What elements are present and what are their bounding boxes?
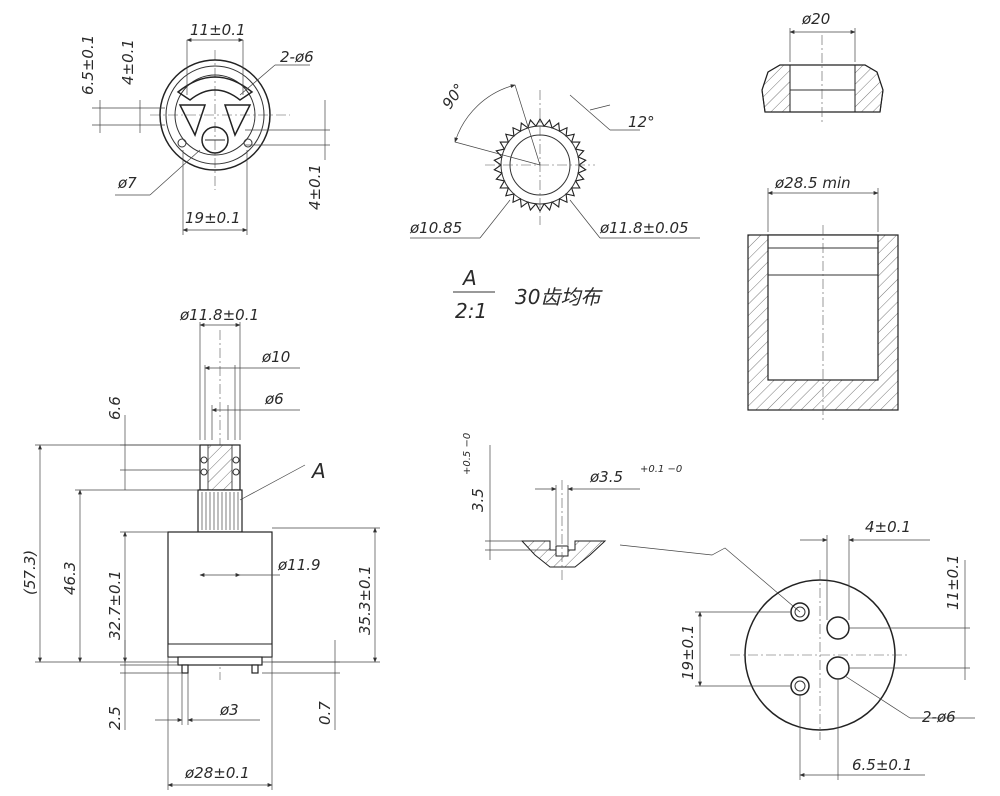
detail-a-view: 90° 12° ø10.85 ø11.8±0.05 A 2:1 30齿均布	[409, 80, 700, 323]
side-view-dim-body-dia: ø11.9	[277, 556, 321, 574]
top-view-port-right	[223, 104, 252, 137]
cartridge-body	[167, 531, 273, 658]
cup-view: ø28.5 min	[747, 174, 899, 420]
side-view-dim-stem-outer: ø11.8±0.1	[179, 306, 259, 324]
top-view-outer-circle	[159, 59, 271, 171]
detail-a-dim-inner: ø10.85	[409, 219, 462, 237]
top-view-port-upper	[176, 76, 254, 101]
bottom-view-dim-bottom: 6.5±0.1	[852, 756, 912, 774]
top-view-pin-right	[243, 138, 253, 148]
seal-section-view: 3.5 +0.5 −0 ø3.5 +0.1 −0	[462, 433, 801, 613]
detail-a-dim-outer: ø11.8±0.05	[599, 219, 689, 237]
detail-a-angle-12: 12°	[628, 113, 655, 131]
top-view-dim-right: 4±0.1	[306, 164, 324, 210]
top-view-dim-bottom: 19±0.1	[185, 209, 241, 227]
side-view-dim-base: ø28±0.1	[184, 764, 250, 782]
side-view-dim-0-7: 0.7	[316, 701, 334, 725]
side-view-dim-32-7: 32.7±0.1	[106, 570, 124, 640]
bottom-view-dim-top: 4±0.1	[865, 518, 911, 536]
top-view-dim-height-inner: 4±0.1	[119, 39, 137, 85]
stem-serration	[201, 492, 239, 530]
stem-gear	[197, 489, 243, 533]
top-view-dim-height-outer: 6.5±0.1	[79, 35, 97, 95]
cap-view: ø20	[761, 10, 884, 125]
top-view-port-lower	[201, 126, 229, 154]
seal-dim-height: 3.5	[469, 488, 487, 512]
bottom-view: 4±0.1 11±0.1 19±0.1 2-ø6 6.5±0.1	[679, 518, 975, 780]
top-view: 11±0.1 2-ø6 6.5±0.1 4±0.1 ø7 4±0.1 19±0.…	[79, 21, 330, 235]
side-view-label-a: A	[310, 459, 326, 483]
side-view: ø11.8±0.1 ø10 ø6 6.6 A (57.3) 46.3 ø11.9…	[21, 306, 380, 790]
top-view-dim-holes: 2-ø6	[280, 48, 314, 66]
seal-dim-height-tol: +0.5 −0	[462, 433, 473, 475]
top-view-port-left	[178, 104, 207, 137]
detail-a-angle-90: 90°	[439, 80, 469, 112]
detail-a-scale: 2:1	[455, 299, 487, 323]
seal-dim-dia: ø3.5	[589, 468, 623, 486]
detail-a-note: 30齿均布	[515, 285, 603, 309]
bottom-view-dim-holes: 2-ø6	[922, 708, 956, 726]
side-view-dim-stem-10: ø10	[261, 348, 290, 366]
side-view-dim-stem-6: ø6	[264, 390, 284, 408]
side-view-dim-2-5: 2.5	[106, 706, 124, 730]
bottom-view-pin-upper	[790, 602, 810, 622]
bottom-view-pin-lower	[790, 676, 810, 696]
side-view-dim-46-3: 46.3	[61, 562, 79, 595]
bottom-view-port-upper	[826, 616, 850, 640]
top-view-dim-hole-dia: ø7	[117, 174, 137, 192]
bottom-view-port-lower	[826, 656, 850, 680]
side-view-dim-35-3: 35.3±0.1	[356, 565, 374, 635]
cup-view-dim-top: ø28.5 min	[774, 174, 851, 192]
bottom-view-dim-right: 11±0.1	[944, 554, 962, 610]
top-view-pin-left	[177, 138, 187, 148]
side-view-dim-total: (57.3)	[21, 550, 39, 595]
top-view-dim-width: 11±0.1	[190, 21, 246, 39]
detail-a-label: A	[461, 266, 477, 290]
side-view-dim-pin: ø3	[219, 701, 239, 719]
side-view-dim-6-6: 6.6	[106, 396, 124, 420]
bottom-view-dim-left: 19±0.1	[679, 624, 697, 680]
seal-dim-dia-tol: +0.1 −0	[640, 464, 682, 475]
cartridge-base	[177, 656, 263, 666]
cap-view-dim-top: ø20	[801, 10, 830, 28]
